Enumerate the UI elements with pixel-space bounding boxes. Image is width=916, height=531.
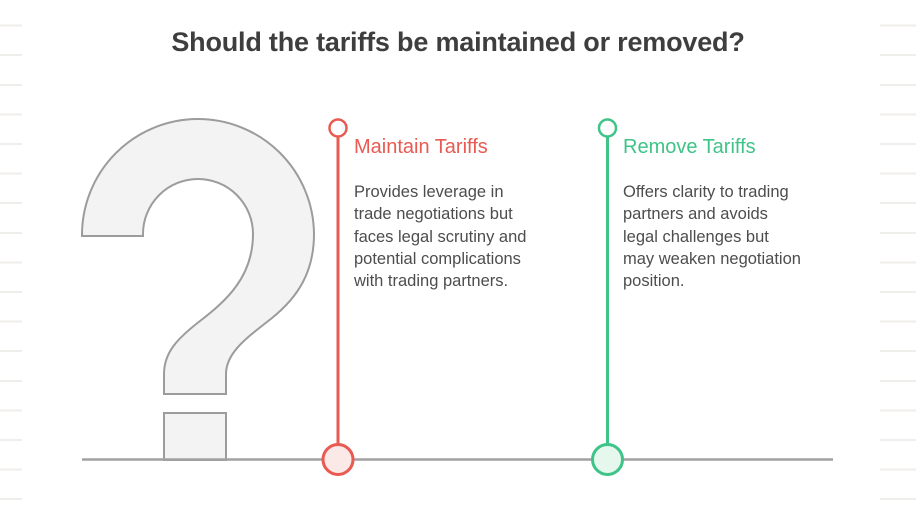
option-maintain: Maintain Tariffs Provides leverage in tr… — [354, 134, 536, 292]
maintain-top-circle-icon — [328, 118, 348, 138]
option-remove: Remove Tariffs Offers clarity to trading… — [623, 134, 803, 292]
maintain-bottom-circle-icon — [321, 443, 355, 476]
option-remove-label: Remove Tariffs — [623, 136, 756, 158]
ruled-lines-right — [880, 0, 916, 531]
option-maintain-label: Maintain Tariffs — [354, 136, 488, 158]
remove-bottom-circle-icon — [591, 443, 624, 476]
remove-top-circle-icon — [597, 118, 618, 138]
page-title: Should the tariffs be maintained or remo… — [171, 27, 745, 57]
option-maintain-description: Provides leverage in trade negotiations … — [354, 183, 527, 291]
question-mark-dot — [163, 412, 227, 461]
option-remove-description: Offers clarity to trading partners and a… — [623, 183, 801, 291]
ruled-lines-left — [0, 0, 22, 531]
question-mark-icon — [80, 118, 316, 395]
